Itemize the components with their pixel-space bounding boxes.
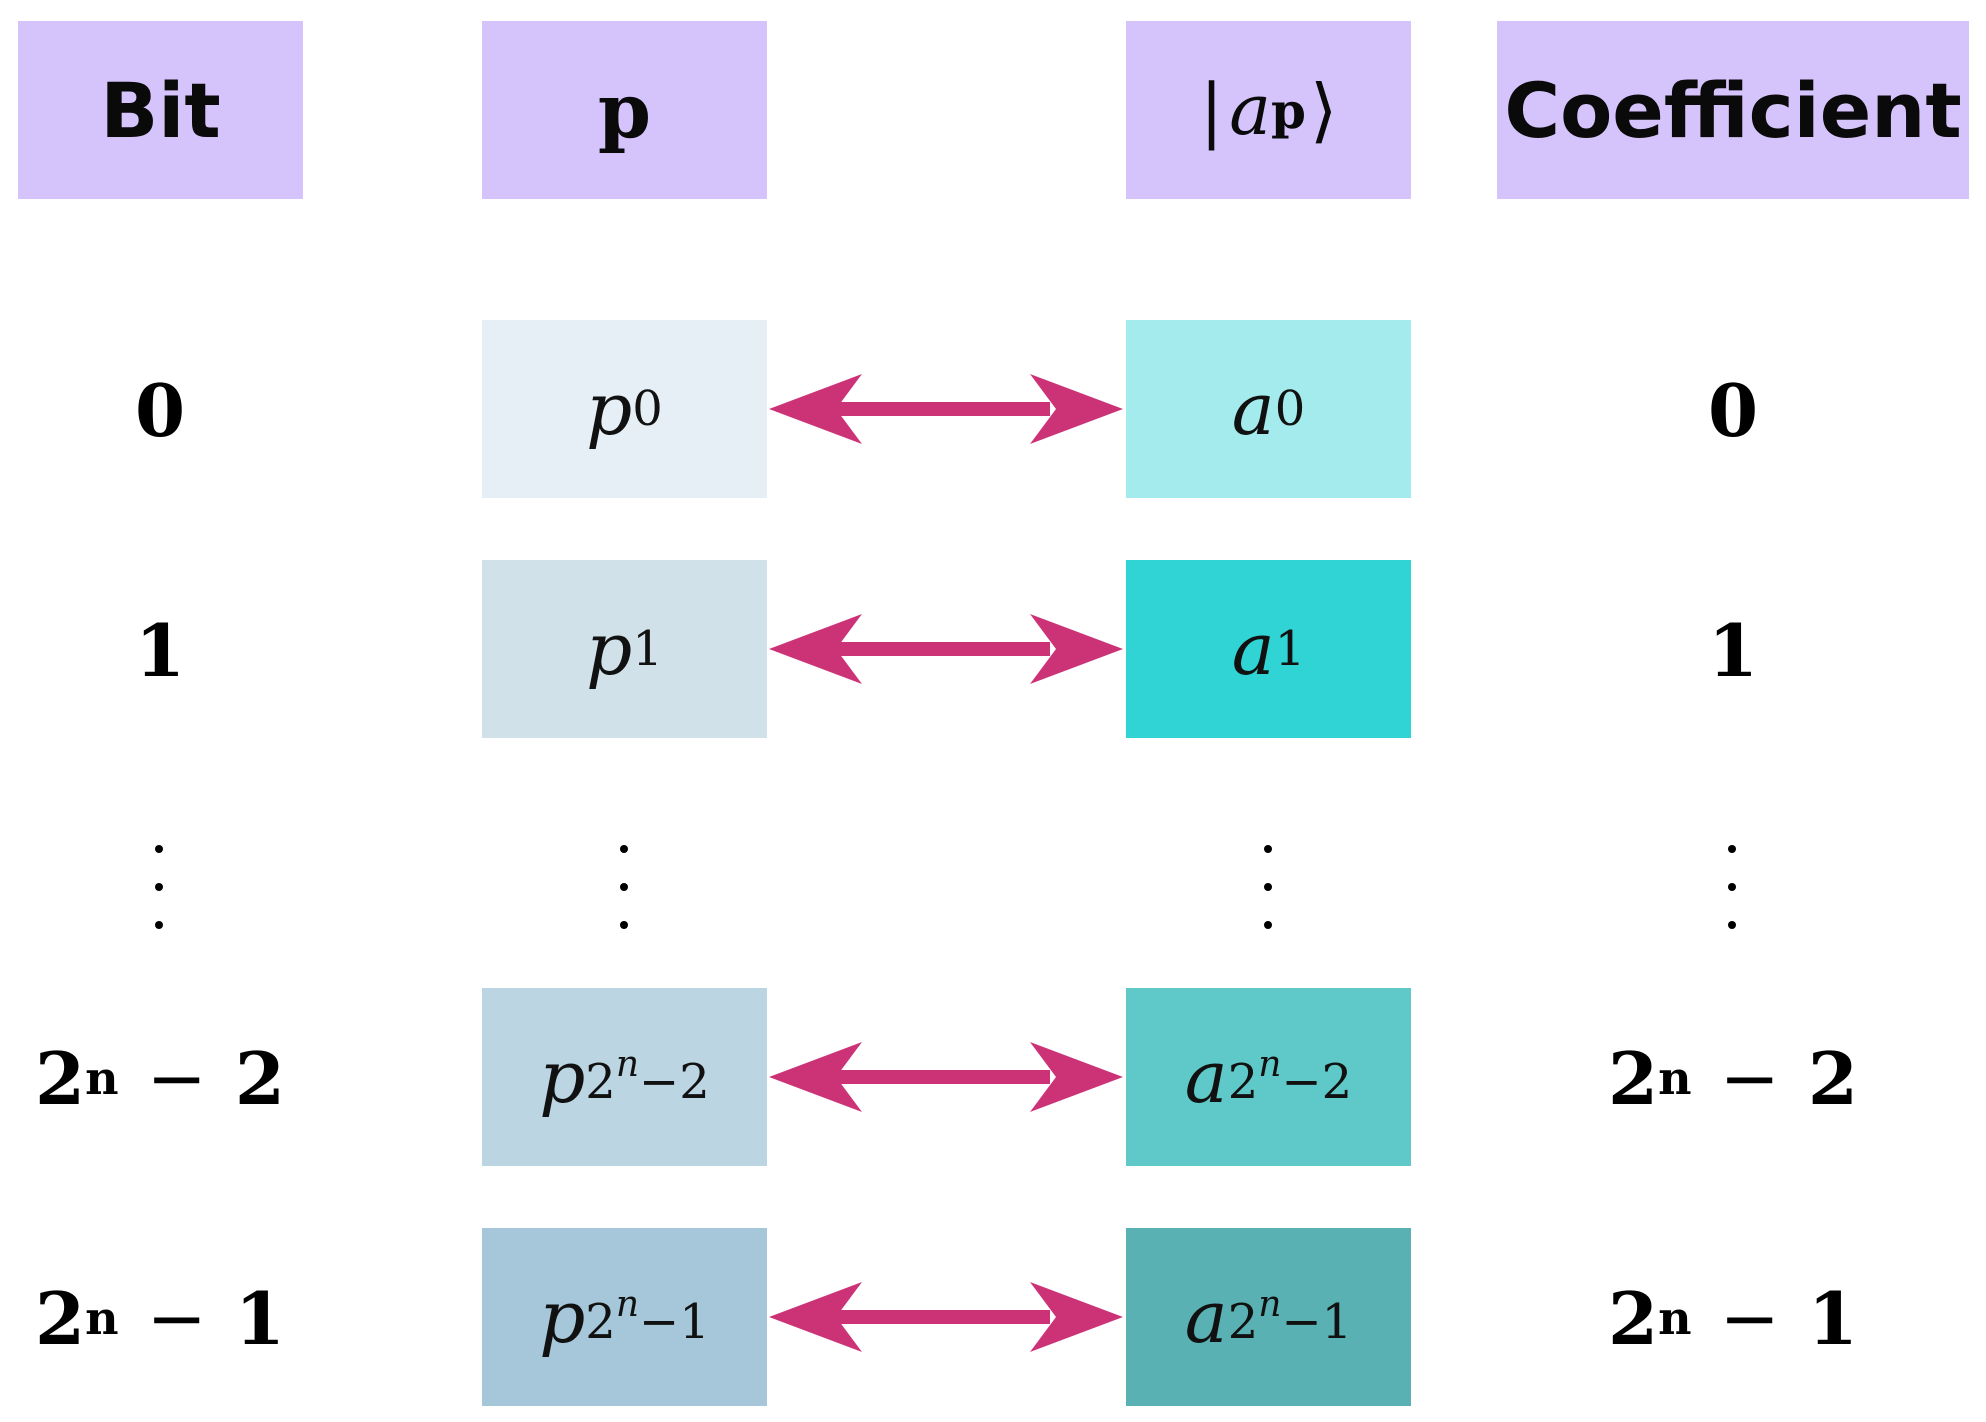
- ket-bar: |: [1199, 69, 1224, 151]
- double-arrow-row0: [769, 374, 1123, 444]
- vdots-bit: [140, 845, 180, 935]
- ket-angle: ⟩: [1309, 69, 1338, 151]
- bit-label-row1: 1: [134, 607, 186, 693]
- vdots-coefficient: [1713, 845, 1753, 935]
- coefficient-label-row0: 0: [1707, 367, 1759, 453]
- header-p: p: [482, 21, 767, 199]
- ket-sub: p: [1271, 80, 1306, 140]
- double-arrow-row2: [769, 1042, 1123, 1112]
- coefficient-label-row1: 1: [1707, 607, 1759, 693]
- vdots-a: [1249, 845, 1289, 935]
- double-arrow-row1: [769, 614, 1123, 684]
- bit-label-row0: 0: [134, 367, 186, 453]
- ket-var: a: [1229, 69, 1272, 151]
- header-coefficient: Coefficient: [1497, 21, 1969, 199]
- vdots-p: [605, 845, 645, 935]
- header-bit: Bit: [18, 21, 303, 199]
- double-arrow-row3: [769, 1282, 1123, 1352]
